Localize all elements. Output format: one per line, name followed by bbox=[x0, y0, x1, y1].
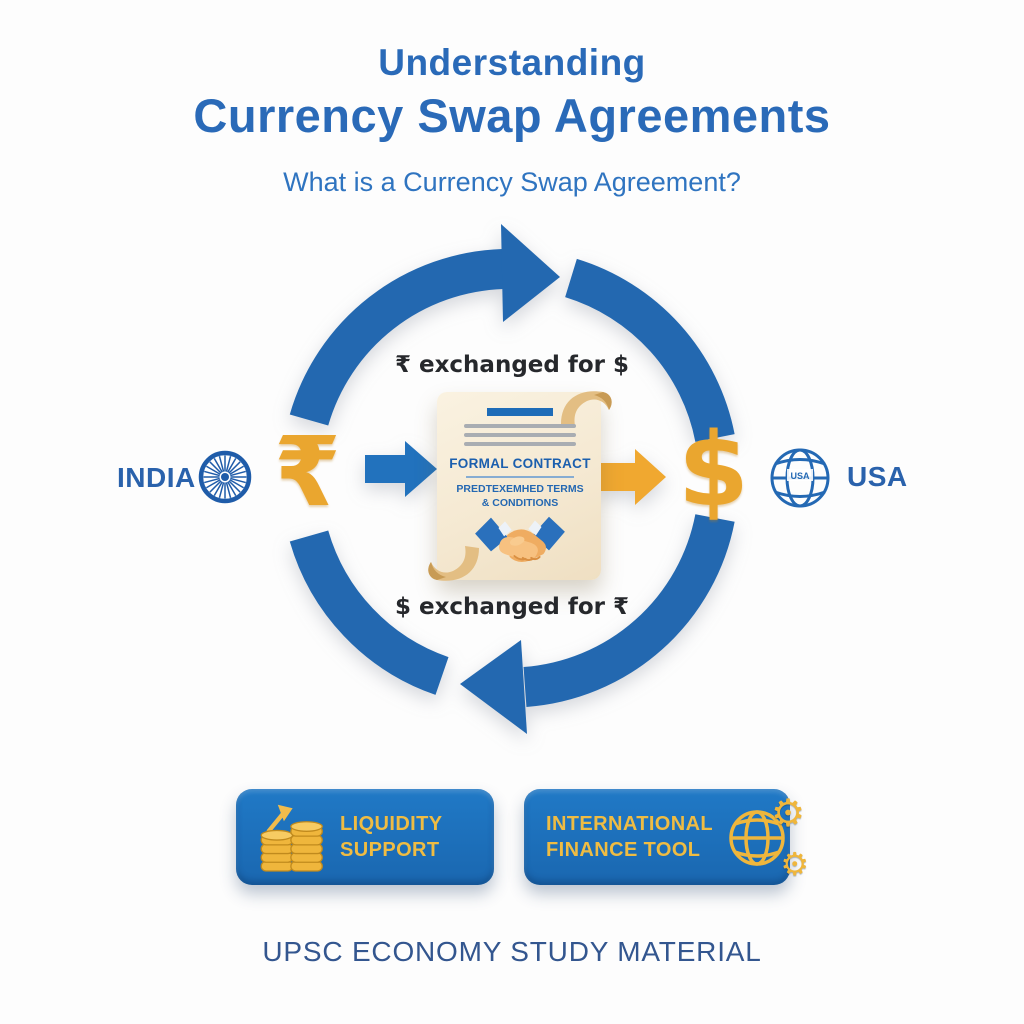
gear-icon: ⚙ bbox=[780, 845, 810, 883]
contract-terms-line1: PREDTEXEMHED TERMS bbox=[456, 483, 584, 495]
india-to-contract-arrow-icon bbox=[365, 441, 437, 497]
cycle-arrow-bottom-icon bbox=[460, 640, 527, 734]
globe-icon: USA bbox=[770, 448, 830, 508]
contract-text-line bbox=[464, 424, 576, 428]
dollar-symbol: $ bbox=[678, 411, 749, 530]
gear-icon: ⚙ bbox=[770, 791, 806, 835]
feature1-label-line1: LIQUIDITY bbox=[340, 813, 443, 835]
page-title-line2: Currency Swap Agreements bbox=[193, 89, 831, 142]
page-subtitle: What is a Currency Swap Agreement? bbox=[283, 167, 741, 197]
header: Understanding Currency Swap Agreements W… bbox=[0, 0, 1024, 198]
usa-label: USA bbox=[847, 461, 908, 492]
feature-card-finance-tool: INTERNATIONAL FINANCE TOOL ⚙ ⚙ bbox=[524, 789, 809, 885]
handshake-icon bbox=[475, 517, 565, 563]
feature1-label-line2: SUPPORT bbox=[340, 839, 440, 861]
contract-content: FORMAL CONTRACT PREDTEXEMHED TERMS & CON… bbox=[437, 390, 603, 576]
feature2-label-line1: INTERNATIONAL bbox=[546, 813, 714, 835]
contract-scroll: FORMAL CONTRACT PREDTEXEMHED TERMS & CON… bbox=[428, 390, 612, 582]
rupee-symbol: ₹ bbox=[274, 416, 341, 528]
contract-divider bbox=[466, 476, 574, 478]
coins-growth-icon bbox=[260, 804, 323, 872]
contract-heading-bar bbox=[487, 408, 553, 416]
feature-card-liquidity: LIQUIDITY SUPPORT bbox=[236, 789, 494, 885]
ring-arc-top-right bbox=[564, 258, 735, 443]
cycle-arrow-top-icon bbox=[501, 224, 560, 322]
ring-arc-bottom-left bbox=[289, 530, 449, 695]
footer-text: UPSC ECONOMY STUDY MATERIAL bbox=[262, 936, 762, 967]
globe-usa-text: USA bbox=[790, 471, 810, 481]
contract-text-line bbox=[464, 433, 576, 437]
page-title-line1: Understanding bbox=[378, 42, 646, 83]
scroll-curl-top-right-icon bbox=[561, 391, 612, 426]
ring-arc-bottom-right bbox=[523, 513, 735, 707]
gold-globe-icon bbox=[729, 810, 785, 866]
scroll-curl-bottom-left-icon bbox=[428, 546, 479, 581]
ashoka-chakra-icon bbox=[198, 450, 252, 504]
india-label: INDIA bbox=[117, 462, 196, 493]
top-exchange-label: ₹ exchanged for $ bbox=[394, 352, 630, 378]
contract-terms-line2: & CONDITIONS bbox=[481, 497, 559, 510]
contract-text-line bbox=[464, 442, 576, 446]
globe-gears-icon: ⚙ ⚙ bbox=[727, 794, 809, 880]
bottom-exchange-label: $ exchanged for ₹ bbox=[394, 594, 630, 620]
cycle-ring bbox=[289, 249, 735, 707]
contract-to-usa-arrow-icon bbox=[597, 449, 666, 505]
feature2-label-line2: FINANCE TOOL bbox=[546, 839, 701, 861]
contract-title: FORMAL CONTRACT bbox=[449, 456, 591, 471]
ring-arc-top-left bbox=[289, 249, 504, 426]
